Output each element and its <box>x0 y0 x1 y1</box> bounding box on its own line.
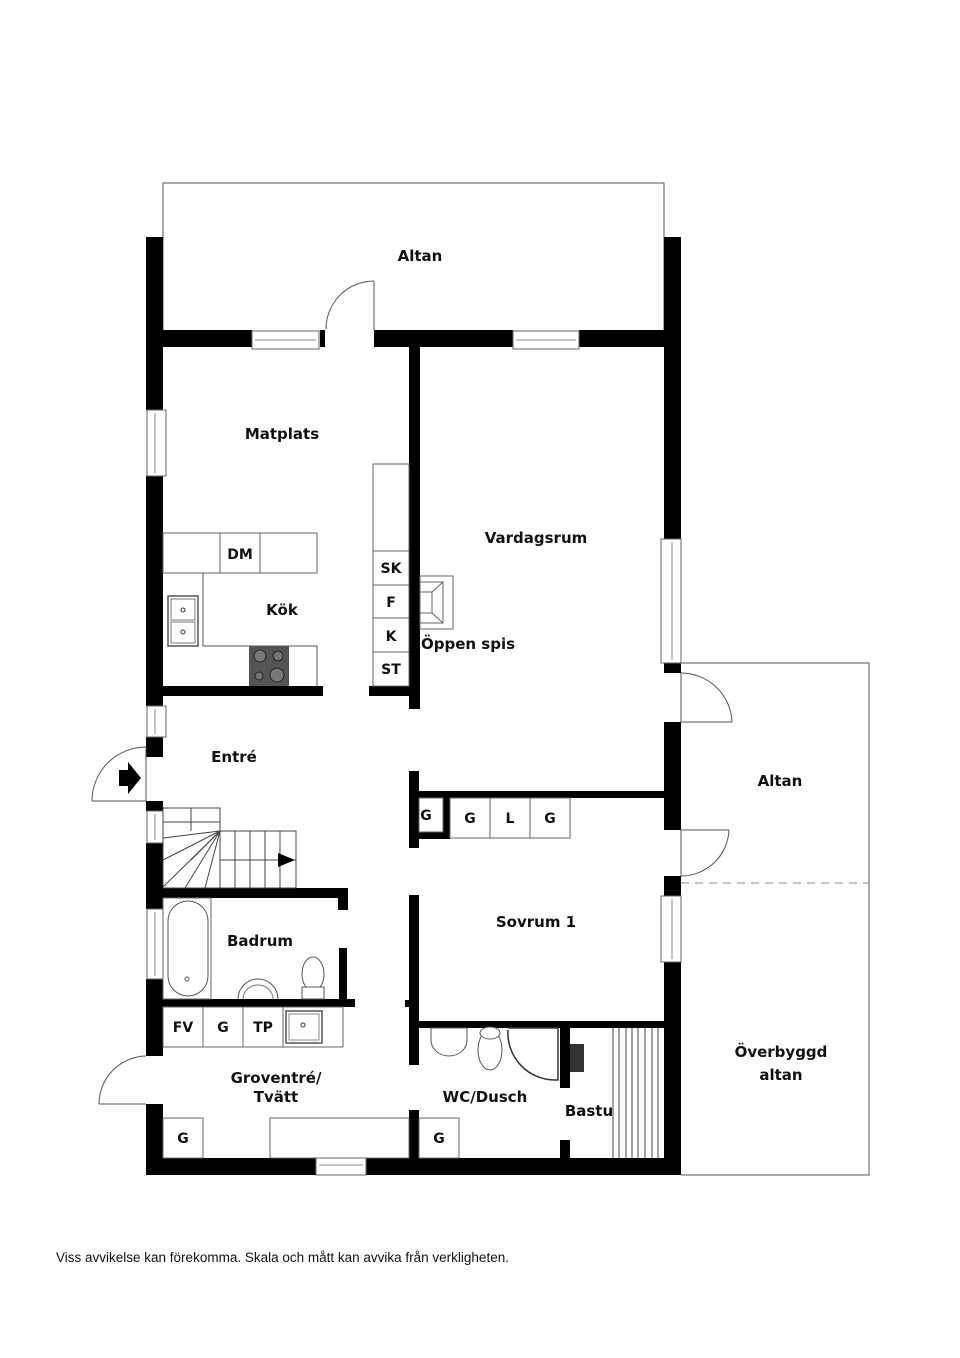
stair-arrow-icon <box>278 853 295 867</box>
interior-walls <box>163 347 681 1158</box>
doors <box>91 280 733 1105</box>
room-label-kok: Kök <box>266 601 299 619</box>
room-label-wc-dusch: WC/Dusch <box>443 1088 528 1106</box>
room-label-groventre: Groventré/ <box>231 1069 322 1087</box>
label-laundry-g: G <box>217 1020 229 1036</box>
room-label-oppen-spis: Öppen spis <box>421 634 515 653</box>
room-label-altan-covered: altan <box>759 1066 802 1084</box>
wc-fixtures <box>418 1026 559 1159</box>
label-groventre-g: G <box>177 1131 189 1147</box>
room-label-overbyggd: Överbyggd <box>735 1042 828 1061</box>
room-label-altan-top: Altan <box>398 247 443 265</box>
sauna-benches <box>570 1028 659 1158</box>
laundry-counter <box>162 1006 410 1159</box>
disclaimer-text: Viss avvikelse kan förekomma. Skala och … <box>56 1250 509 1265</box>
label-wc-g: G <box>433 1131 445 1147</box>
label-fridge: K <box>386 629 398 645</box>
room-label-badrum: Badrum <box>227 932 293 950</box>
room-label-sovrum-1: Sovrum 1 <box>496 913 576 931</box>
room-label-entre: Entré <box>211 748 257 766</box>
label-closet-g2: G <box>464 811 476 827</box>
label-closet-l: L <box>506 811 515 827</box>
label-freezer: F <box>386 595 396 611</box>
label-closet-g1: G <box>420 808 432 824</box>
label-freezer-cabinet: SK <box>381 561 403 577</box>
exterior-walls <box>146 237 681 1175</box>
closets <box>418 797 571 839</box>
room-label-altan-right: Altan <box>758 772 803 790</box>
bathroom-fixtures <box>162 897 325 1000</box>
label-closet-g3: G <box>544 811 556 827</box>
label-fv: FV <box>173 1020 194 1036</box>
room-label-vardagsrum: Vardagsrum <box>485 529 588 547</box>
kitchen-counters <box>162 463 410 687</box>
fireplace-icon <box>419 575 454 630</box>
label-dishwasher: DM <box>227 547 253 563</box>
room-label-tvatt: Tvätt <box>254 1088 298 1106</box>
windows <box>146 330 682 1176</box>
room-label-matplats: Matplats <box>245 425 319 443</box>
label-storage: ST <box>381 662 401 678</box>
label-tp: TP <box>253 1020 273 1036</box>
entrance-arrow-icon <box>119 762 141 794</box>
staircase <box>162 807 297 889</box>
altan-right-outline <box>681 662 870 1176</box>
room-label-bastu: Bastu <box>565 1102 613 1120</box>
